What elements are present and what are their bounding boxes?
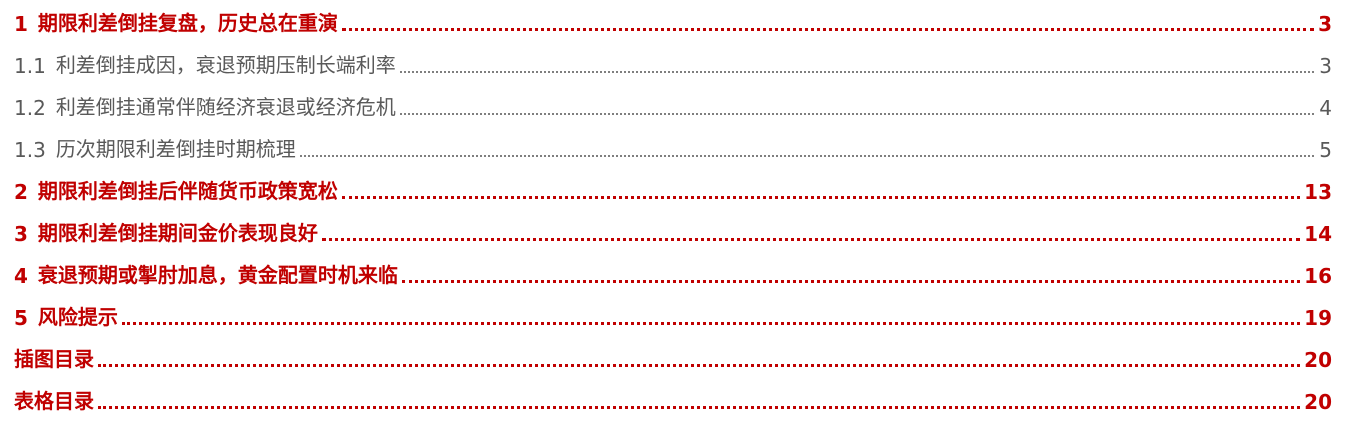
toc-entry-page: 5: [1319, 138, 1332, 162]
toc-entry-page: 3: [1319, 54, 1332, 78]
toc-entry-title: 利差倒挂成因，衰退预期压制长端利率: [55, 53, 396, 77]
toc-entry-title: 期限利差倒挂后伴随货币政策宽松: [37, 179, 338, 203]
toc-entry-page: 3: [1318, 12, 1332, 36]
toc-entry-3[interactable]: 3 期限利差倒挂期间金价表现良好 14: [14, 212, 1332, 254]
toc-leader-dots: [321, 238, 1301, 241]
toc-entry-page: 14: [1304, 222, 1332, 246]
toc-entry-page: 13: [1304, 180, 1332, 204]
toc-entry-number: 1.1: [14, 54, 46, 78]
toc-leader-dots: [98, 406, 1301, 409]
toc-leader-dots: [401, 280, 1301, 283]
toc-entry-title: 利差倒挂通常伴随经济衰退或经济危机: [55, 95, 396, 119]
toc-leader-dots: [341, 196, 1301, 199]
toc-entry-5[interactable]: 5 风险提示 19: [14, 296, 1332, 338]
toc-entry-1-2[interactable]: 1.2 利差倒挂通常伴随经济衰退或经济危机 4: [14, 86, 1332, 128]
toc-entry-number: 3: [14, 222, 28, 246]
toc-leader-dots: [121, 322, 1301, 325]
toc-entry-1-3[interactable]: 1.3 历次期限利差倒挂时期梳理 5: [14, 128, 1332, 170]
toc-entry-1[interactable]: 1 期限利差倒挂复盘，历史总在重演 3: [14, 2, 1332, 44]
toc-entry-title: 期限利差倒挂期间金价表现良好: [37, 221, 318, 245]
toc-leader-dots: [399, 71, 1314, 73]
toc-entry-number: 5: [14, 306, 28, 330]
toc-entry-number: 1.3: [14, 138, 46, 162]
toc-entry-number: 1: [14, 12, 28, 36]
toc-entry-page: 20: [1304, 348, 1332, 372]
toc-leader-dots: [98, 364, 1301, 367]
toc-entry-page: 16: [1304, 264, 1332, 288]
toc-entry-title: 衰退预期或掣肘加息，黄金配置时机来临: [37, 263, 398, 287]
toc-entry-1-1[interactable]: 1.1 利差倒挂成因，衰退预期压制长端利率 3: [14, 44, 1332, 86]
toc-entry-figures-index[interactable]: 插图目录 20: [14, 338, 1332, 380]
toc-entry-number: 2: [14, 180, 28, 204]
toc-entry-page: 4: [1319, 96, 1332, 120]
toc-leader-dots: [341, 28, 1314, 31]
toc-entry-tables-index[interactable]: 表格目录 20: [14, 380, 1332, 422]
toc-entry-4[interactable]: 4 衰退预期或掣肘加息，黄金配置时机来临 16: [14, 254, 1332, 296]
toc-entry-page: 20: [1304, 390, 1332, 414]
toc-entry-2[interactable]: 2 期限利差倒挂后伴随货币政策宽松 13: [14, 170, 1332, 212]
toc-entry-page: 19: [1304, 306, 1332, 330]
toc-entry-title: 插图目录: [14, 347, 94, 371]
toc-leader-dots: [299, 155, 1314, 157]
toc-entry-title: 风险提示: [37, 305, 118, 329]
toc-leader-dots: [399, 113, 1314, 115]
toc-entry-title: 期限利差倒挂复盘，历史总在重演: [37, 11, 338, 35]
toc-entry-number: 1.2: [14, 96, 46, 120]
toc-entry-title: 表格目录: [14, 389, 94, 413]
toc-entry-title: 历次期限利差倒挂时期梳理: [55, 137, 296, 161]
toc-entry-number: 4: [14, 264, 28, 288]
